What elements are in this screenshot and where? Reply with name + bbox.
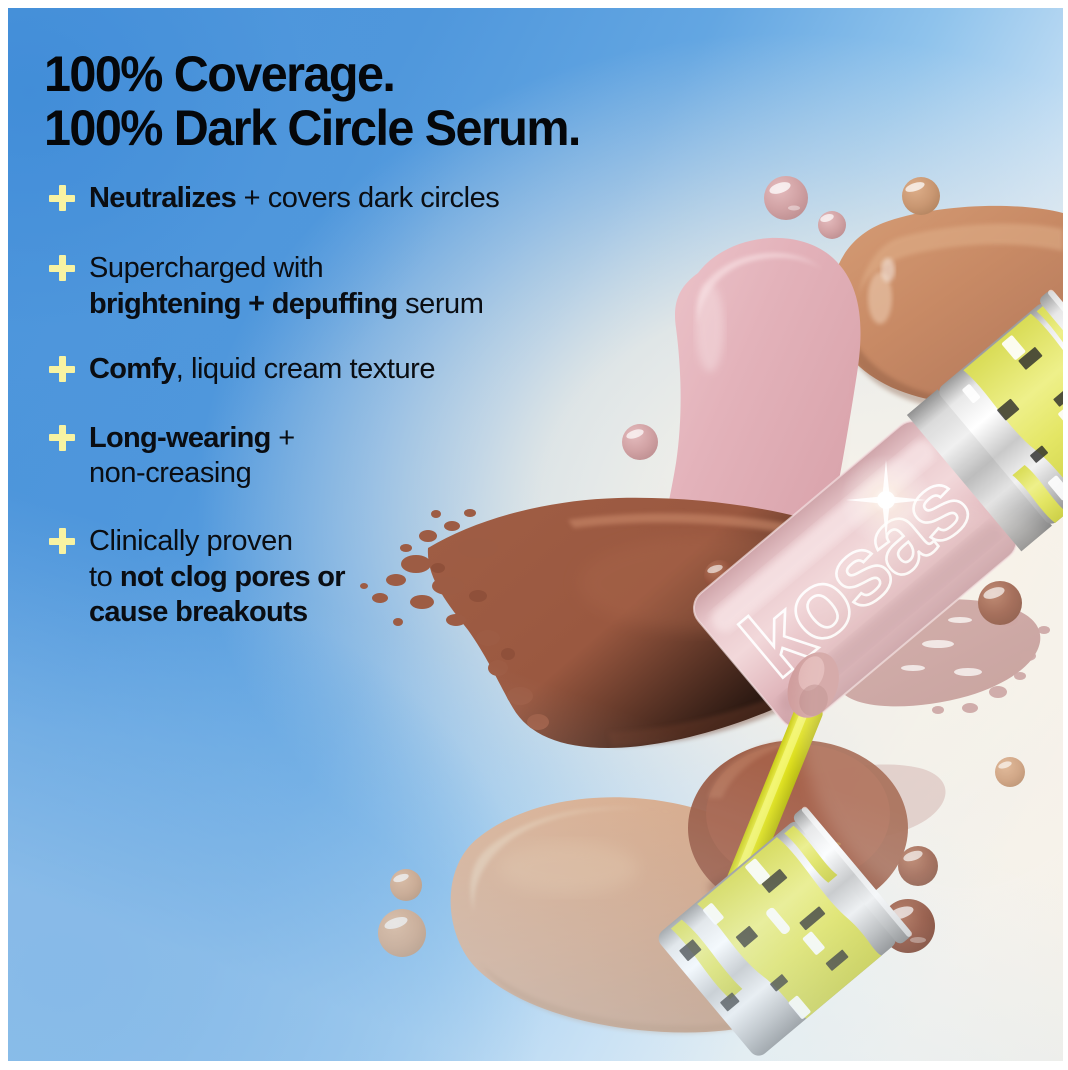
benefit-text-line: Comfy, liquid cream texture: [89, 353, 436, 386]
plus-icon: [49, 255, 75, 282]
benefit-text-line: brightening + depuffing serum: [89, 287, 484, 320]
benefit-text-line: Supercharged with: [89, 252, 324, 285]
benefit-text-line: Long-wearing +: [89, 421, 295, 454]
background-vignette: [8, 8, 1063, 1061]
benefit-text-line: to not clog pores or: [89, 560, 346, 593]
benefit-list: Neutralizes + covers dark circles Superc…: [44, 181, 724, 630]
benefit-item: Clinically proven to not clog pores or c…: [44, 524, 724, 630]
plus-icon: [49, 185, 75, 211]
benefit-item: Comfy, liquid cream texture: [44, 352, 724, 387]
plus-icon: [49, 424, 75, 451]
headline-line-2: 100% Dark Circle Serum.: [44, 99, 581, 156]
plus-icon: [49, 356, 75, 383]
marketing-copy: 100% Coverage. 100% Dark Circle Serum. N…: [44, 46, 724, 630]
benefit-item: Neutralizes + covers dark circles: [44, 181, 724, 216]
benefit-text-line: Clinically proven: [89, 525, 293, 558]
benefit-item: Supercharged with brightening + depuffin…: [44, 251, 724, 322]
promo-canvas: kosas: [8, 8, 1063, 1061]
benefit-item: Long-wearing + non-creasing: [44, 421, 724, 492]
benefit-text-line: cause breakouts: [89, 596, 308, 628]
headline-line-1: 100% Coverage.: [44, 46, 396, 102]
benefit-text-line: non-creasing: [89, 456, 252, 489]
plus-icon: [49, 528, 75, 555]
benefit-text-line: Neutralizes + covers dark circles: [89, 182, 500, 214]
